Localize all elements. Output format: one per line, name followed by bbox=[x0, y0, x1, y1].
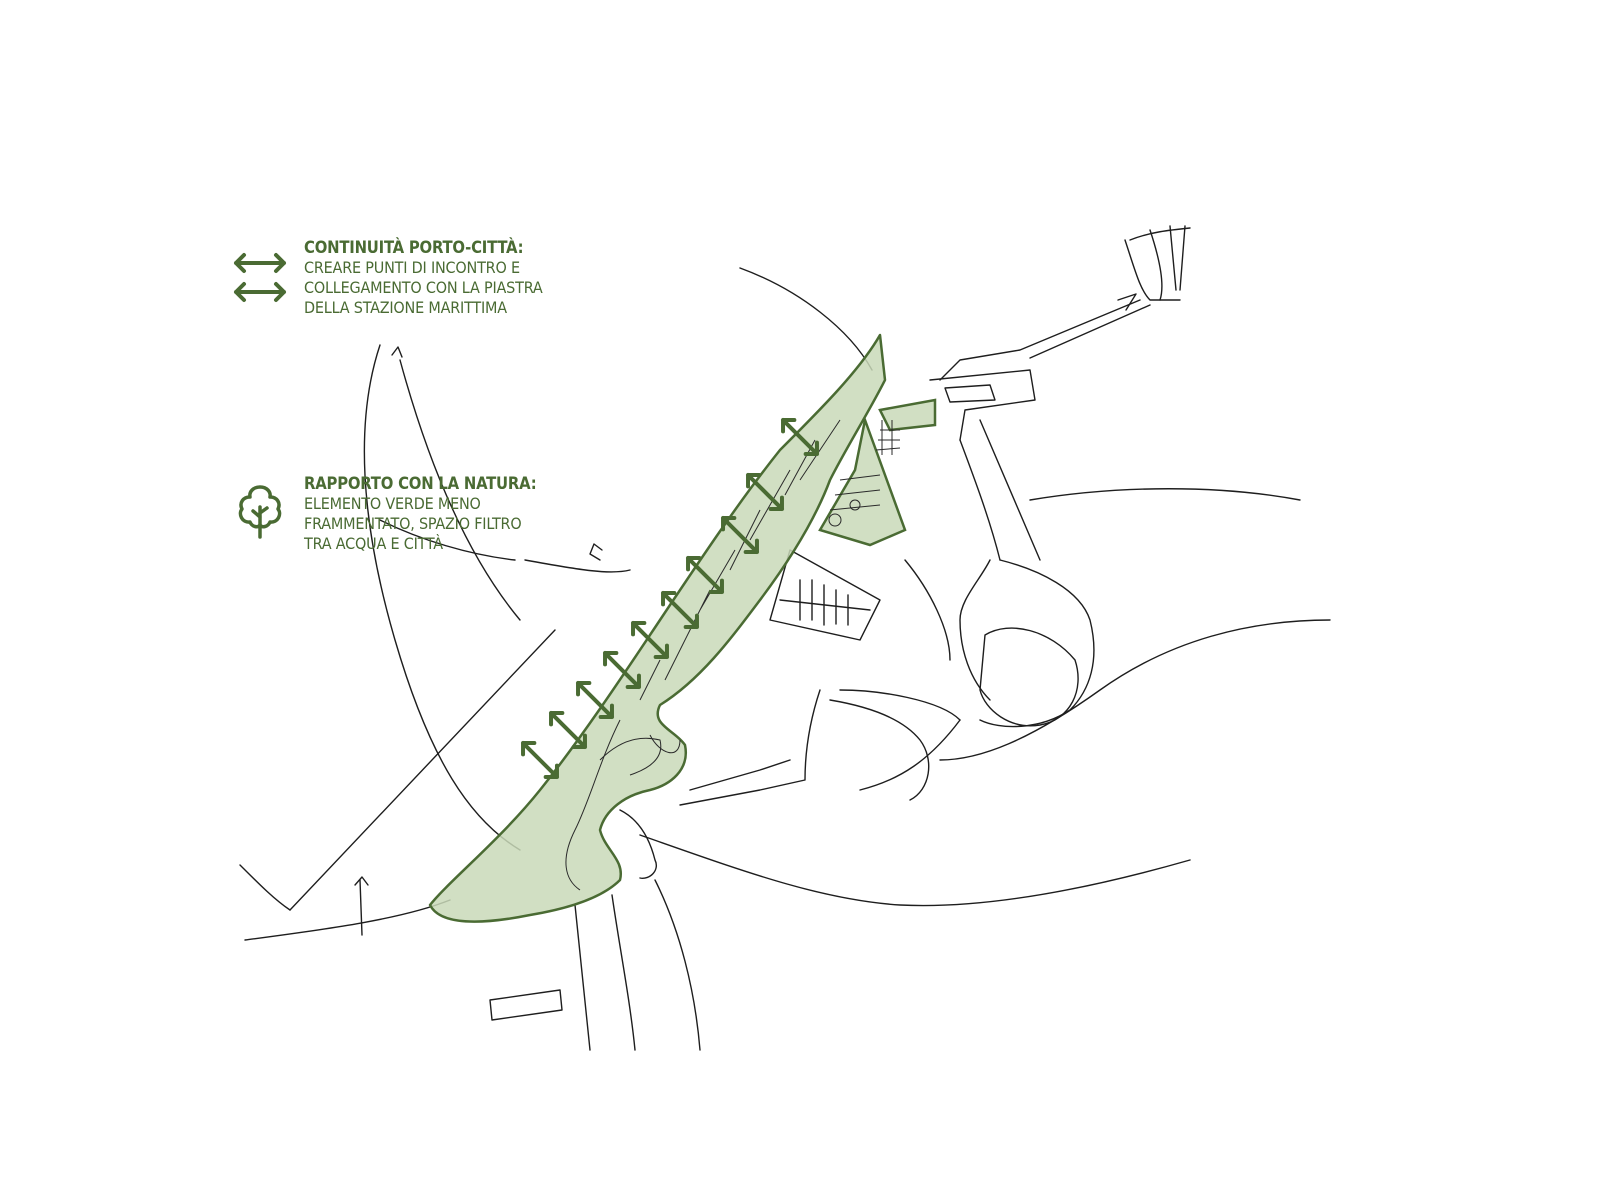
green-area bbox=[428, 333, 937, 923]
legend-nature-line: ELEMENTO VERDE MENO bbox=[304, 494, 481, 513]
legend-continuity-line: CREARE PUNTI DI INCONTRO E bbox=[304, 258, 520, 277]
legend-continuity: CONTINUITÀ PORTO-CITTÀ: CREARE PUNTI DI … bbox=[304, 238, 543, 318]
legend-nature-line: TRA ACQUA E CITTÀ bbox=[304, 534, 443, 553]
legend-nature-title: RAPPORTO CON LA NATURA: bbox=[304, 474, 537, 493]
legend-continuity-line: COLLEGAMENTO CON LA PIASTRA bbox=[304, 278, 543, 297]
legend-continuity-line: DELLA STAZIONE MARITTIMA bbox=[304, 298, 507, 317]
legend-nature: RAPPORTO CON LA NATURA: ELEMENTO VERDE M… bbox=[304, 474, 537, 554]
connection-arrows bbox=[521, 418, 819, 779]
sketch-lines bbox=[239, 225, 1331, 1051]
tree-icon bbox=[238, 485, 282, 539]
double-arrow-icon bbox=[234, 253, 286, 273]
legend-continuity-title: CONTINUITÀ PORTO-CITTÀ: bbox=[304, 238, 524, 257]
double-arrow-icon bbox=[234, 282, 286, 302]
legend-nature-line: FRAMMENTATO, SPAZIO FILTRO bbox=[304, 514, 522, 533]
